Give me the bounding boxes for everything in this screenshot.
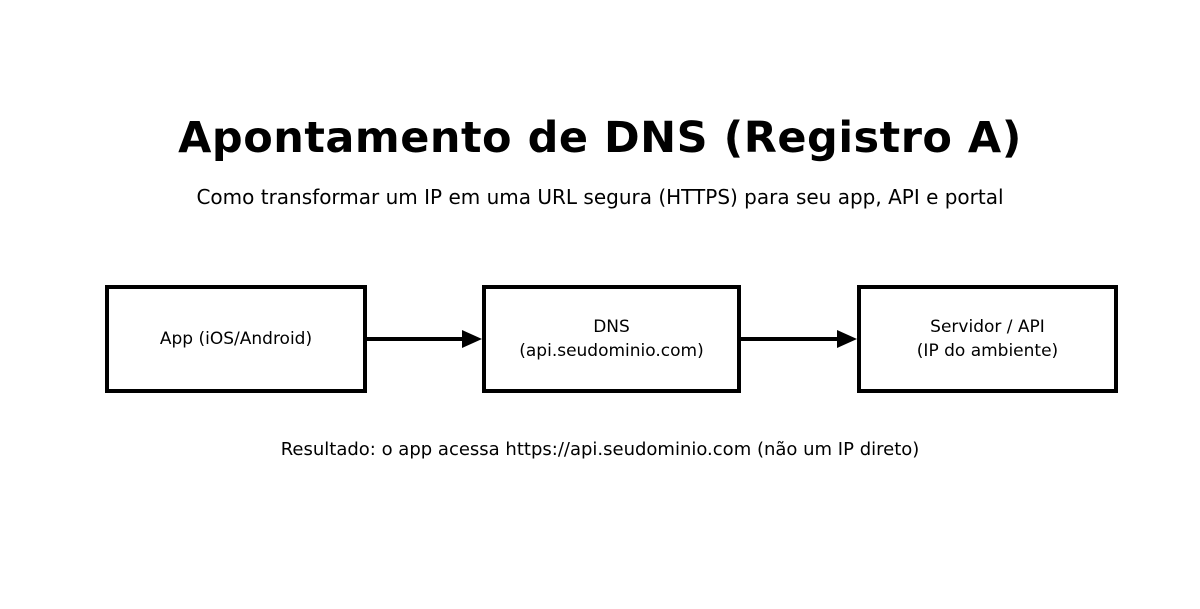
- arrow-dns-to-server-head-icon: [837, 330, 857, 348]
- node-app: App (iOS/Android): [105, 285, 367, 393]
- node-dns-label-line1: DNS: [593, 317, 630, 337]
- arrow-app-to-dns-shaft: [367, 337, 463, 341]
- node-server-label-line1: Servidor / API: [930, 317, 1045, 337]
- arrow-app-to-dns-head-icon: [462, 330, 482, 348]
- page-subtitle: Como transformar um IP em uma URL segura…: [196, 185, 1004, 209]
- node-dns-label-line2: (api.seudominio.com): [519, 341, 704, 361]
- node-server-label-line2: (IP do ambiente): [916, 341, 1059, 361]
- result-text: Resultado: o app acessa https://api.seud…: [280, 439, 920, 460]
- node-server: Servidor / API (IP do ambiente): [857, 285, 1118, 393]
- page-title: Apontamento de DNS (Registro A): [178, 113, 1022, 163]
- node-dns: DNS (api.seudominio.com): [482, 285, 741, 393]
- arrow-dns-to-server-shaft: [741, 337, 838, 341]
- node-app-label: App (iOS/Android): [159, 329, 313, 349]
